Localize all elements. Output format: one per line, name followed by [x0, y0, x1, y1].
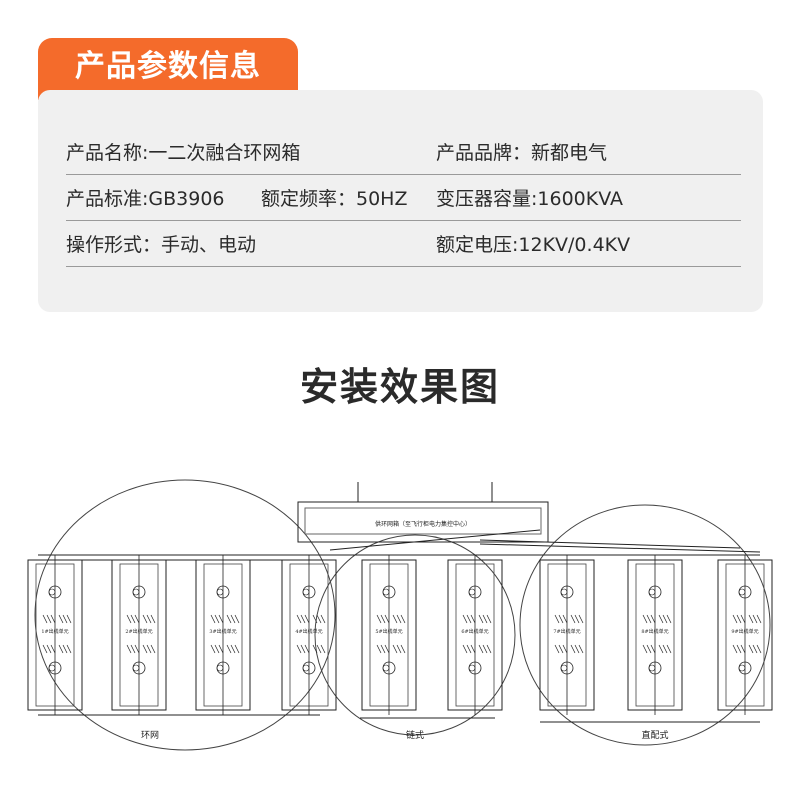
cabinet-label: 2#出线单元 [125, 628, 152, 635]
cabinet-unit: 1#出线单元 [27, 555, 83, 715]
param-rated-voltage: 额定电压:12KV/0.4KV [436, 233, 631, 256]
param-product-name: 产品名称:一二次融合环网箱 [66, 141, 301, 164]
chain-circle [314, 534, 516, 736]
param-row-2: 产品标准:GB3906 额定频率：50HZ 变压器容量:1600KVA [66, 174, 741, 221]
param-transformer-capacity: 变压器容量:1600KVA [436, 187, 623, 210]
cabinet-unit: 3#出线单元 [195, 555, 251, 715]
param-operation-mode: 操作形式：手动、电动 [66, 233, 257, 256]
cabinet-label: 7#出线单元 [553, 628, 580, 635]
group-label-layer: 环网 链式 直配式 [141, 729, 669, 741]
cabinet-label: 6#出线单元 [461, 628, 488, 635]
top-box-label: 供环网箱（至飞行柜电力集控中心） [375, 520, 471, 528]
cabinet-group: 1#出线单元 2#出线单元 3#出线单元 4#出线单元 5#出线单元 6#出线单元 7#出线… [27, 555, 773, 715]
param-row-3: 操作形式：手动、电动 额定电压:12KV/0.4KV [66, 220, 741, 267]
installation-diagram-title: 安装效果图 [299, 365, 500, 409]
group-label: 直配式 [641, 729, 668, 741]
params-panel: 产品名称:一二次融合环网箱 产品品牌：新都电气 产品标准:GB3906 额定频率… [38, 90, 763, 312]
cabinet-unit: 9#出线单元 [717, 555, 773, 715]
cabinet-unit: 6#出线单元 [447, 555, 503, 715]
params-tab-label: 产品参数信息 [75, 49, 261, 84]
cabinet-unit: 7#出线单元 [539, 555, 595, 715]
cabinet-unit: 5#出线单元 [361, 555, 417, 715]
cabinet-unit: 4#出线单元 [281, 555, 337, 715]
cabinet-unit: 2#出线单元 [111, 555, 167, 715]
radial-circle [519, 504, 771, 746]
param-row-1: 产品名称:一二次融合环网箱 产品品牌：新都电气 [66, 128, 741, 175]
group-label: 环网 [141, 730, 159, 741]
installation-diagram: 1#出线单元 2#出线单元 3#出线单元 4#出线单元 5#出线单元 6#出线单元 7#出线… [27, 479, 773, 751]
cabinet-label: 3#出线单元 [209, 628, 236, 635]
top-control-box [297, 501, 549, 543]
param-standard: 产品标准:GB3906 [66, 187, 225, 210]
group-label: 链式 [406, 729, 424, 741]
ring-circle [34, 479, 336, 751]
cabinet-label: 4#出线单元 [295, 628, 322, 635]
cabinet-label: 9#出线单元 [731, 628, 758, 635]
params-tab-header: 产品参数信息 [38, 38, 298, 100]
param-brand: 产品品牌：新都电气 [436, 141, 608, 164]
cabinet-label: 1#出线单元 [41, 628, 68, 635]
cabinet-unit: 8#出线单元 [627, 555, 683, 715]
param-frequency: 额定频率：50HZ [261, 187, 408, 210]
cabinet-label: 5#出线单元 [375, 628, 402, 635]
cabinet-label: 8#出线单元 [641, 628, 668, 635]
